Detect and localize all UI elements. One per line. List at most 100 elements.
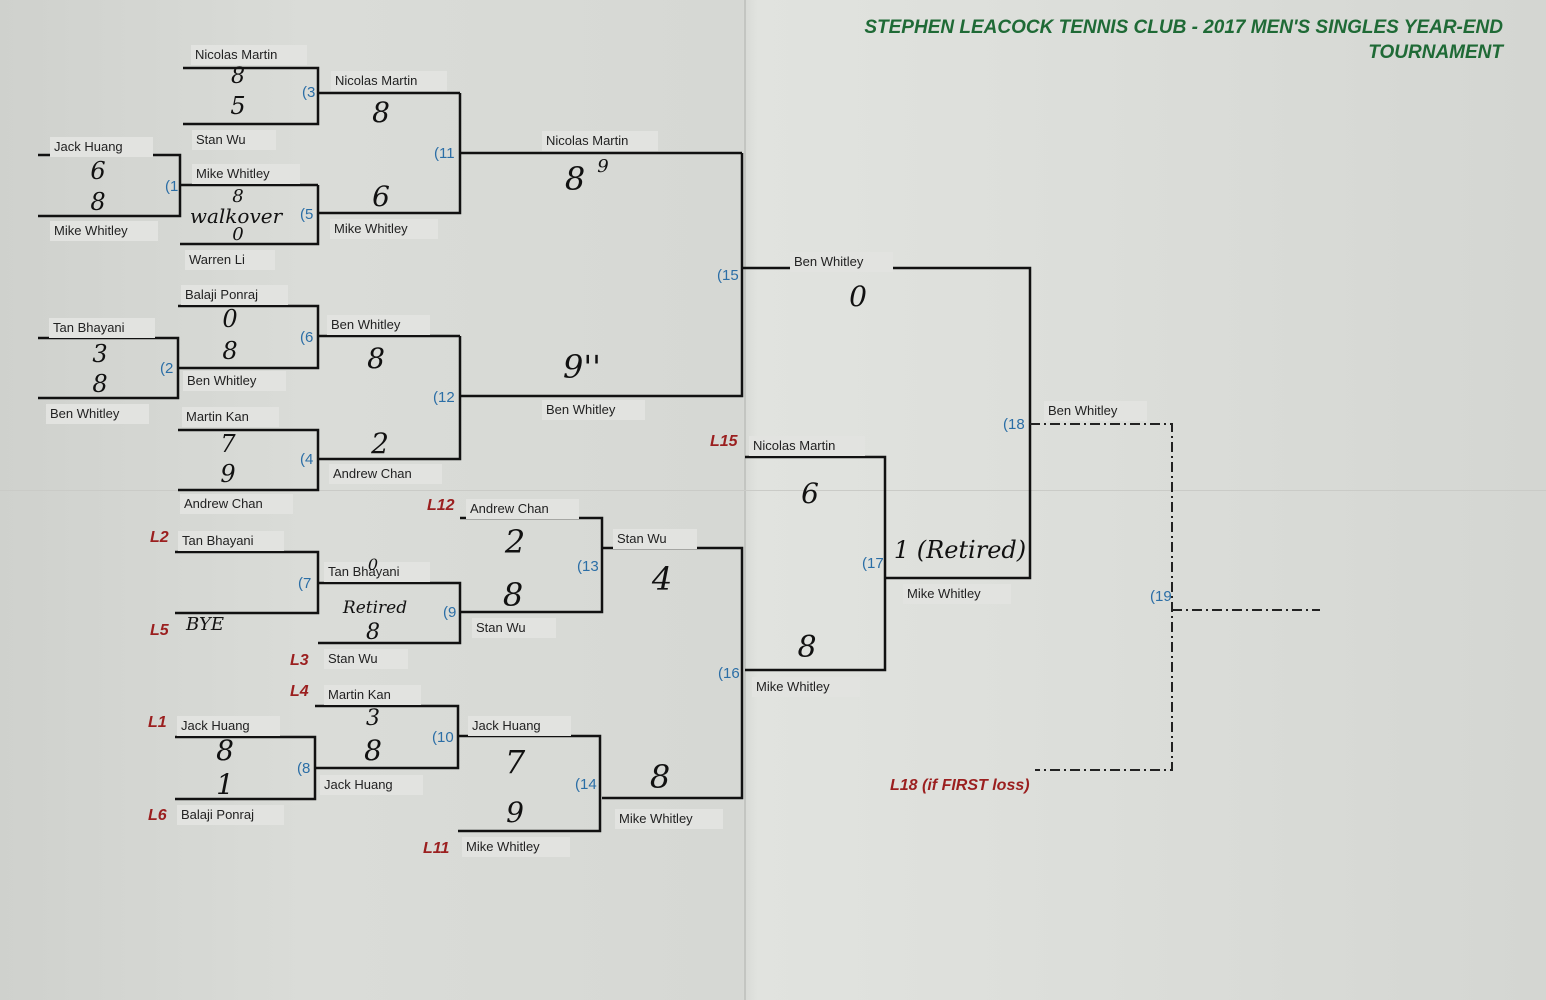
score: 6 [90,157,106,185]
score-tiebreak: 9 [597,156,609,177]
score: 0 [849,280,867,313]
score: 8 [92,370,108,398]
loser-label: L6 [148,807,167,824]
score: 8 [367,342,385,375]
match-number: (3 [302,84,316,101]
player-label: Stan Wu [324,649,408,669]
bracket-match-10 [315,704,460,770]
bracket-match-7 [175,550,320,615]
score: 8 [366,620,380,645]
title-line-1: STEPHEN LEACOCK TENNIS CLUB - 2017 MEN'S… [864,17,1503,38]
player-label: Mike Whitley [192,164,300,184]
player-label: Nicolas Martin [542,131,659,151]
player-label: Mike Whitley [330,219,438,239]
player-label: Nicolas Martin [191,45,308,65]
player-label: Stan Wu [613,529,697,549]
player-label: Balaji Ponraj [177,805,284,825]
bracket-match-19 [1030,423,1320,771]
player-label: Tan Bhayani [178,531,284,551]
bracket-match-9 [318,581,462,645]
loser-label: L5 [150,622,169,639]
bracket-match-8 [175,735,317,801]
score-note: walkover [189,204,283,228]
loser-label: L2 [150,529,169,546]
match-number: (1 [165,178,179,195]
score: 2 [504,523,526,561]
player-label: Jack Huang [177,716,280,736]
match-number: (11 [434,145,455,162]
player-label: Ben Whitley [327,315,431,335]
match-number: (17 [862,555,884,572]
player-label: Nicolas Martin [331,71,448,91]
score: 8 [649,758,671,796]
score: 1 (Retired) [893,536,1027,564]
score: 4 [651,560,673,598]
match-number: (13 [577,558,599,575]
bracket-match-12 [318,336,462,461]
bracket-match-15 [460,153,1028,398]
player-label: Mike Whitley [50,221,158,241]
player-label: Ben Whitley [542,400,646,420]
player-label: Ben Whitley [183,371,287,391]
bracket-match-2 [38,336,180,400]
match-number: (19 [1150,588,1172,605]
player-label: Ben Whitley [1044,401,1148,421]
score: 8 [797,630,817,665]
score: 1 [216,768,234,801]
score: 9'' [563,348,601,386]
loser-label: L4 [290,683,309,700]
player-label: Tan Bhayani [324,562,430,582]
paper-fold-horizontal [0,490,1546,491]
player-label: Jack Huang [320,775,423,795]
score: 3 [92,340,108,368]
match-number: (18 [1003,416,1025,433]
match-number: (5 [300,206,314,223]
player-label: Stan Wu [472,618,556,638]
title-line-2: TOURNAMENT [1368,42,1503,63]
player-label: Andrew Chan [180,494,293,514]
paper-fold [744,0,746,1000]
score: 6 [801,477,819,510]
player-label: Mike Whitley [903,584,1011,604]
bracket-match-6 [178,304,460,370]
player-label: Mike Whitley [462,837,570,857]
player-label: Tan Bhayani [49,318,155,338]
score: 8 [564,160,586,198]
score: 8 [372,96,390,129]
loser-label: L1 [148,714,167,731]
player-label: Ben Whitley [790,252,894,272]
score: 8 [222,337,238,365]
bracket-match-17 [745,455,887,672]
score: 8 [232,186,244,207]
match-number: (4 [300,451,314,468]
score: 9 [506,796,524,829]
score: 7 [504,743,526,781]
score: 0 [367,555,379,574]
score: 0 [232,224,244,245]
match-number: (16 [718,665,740,682]
match-number: (7 [298,575,312,592]
player-label: Martin Kan [324,685,421,705]
score: 5 [230,92,246,120]
loser-label: L18 (if FIRST loss) [890,777,1030,794]
bracket-match-14 [458,734,602,833]
player-label: Andrew Chan [329,464,442,484]
match-number: (8 [297,760,311,777]
player-label: Andrew Chan [466,499,579,519]
player-label: Nicolas Martin [749,436,866,456]
player-label: Balaji Ponraj [181,285,288,305]
score-note: Retired [342,598,408,618]
score: 9 [220,460,236,488]
match-number: (10 [432,729,454,746]
player-label: Ben Whitley [46,404,150,424]
bracket-match-3 [183,66,460,126]
player-label: Jack Huang [468,716,571,736]
score: 8 [231,64,245,89]
player-label: Mike Whitley [752,677,860,697]
player-label: Mike Whitley [615,809,723,829]
loser-label: L3 [290,652,309,669]
score: 6 [372,180,390,213]
score: 7 [220,430,236,458]
match-number: (6 [300,329,314,346]
bracket-match-4 [178,428,320,492]
